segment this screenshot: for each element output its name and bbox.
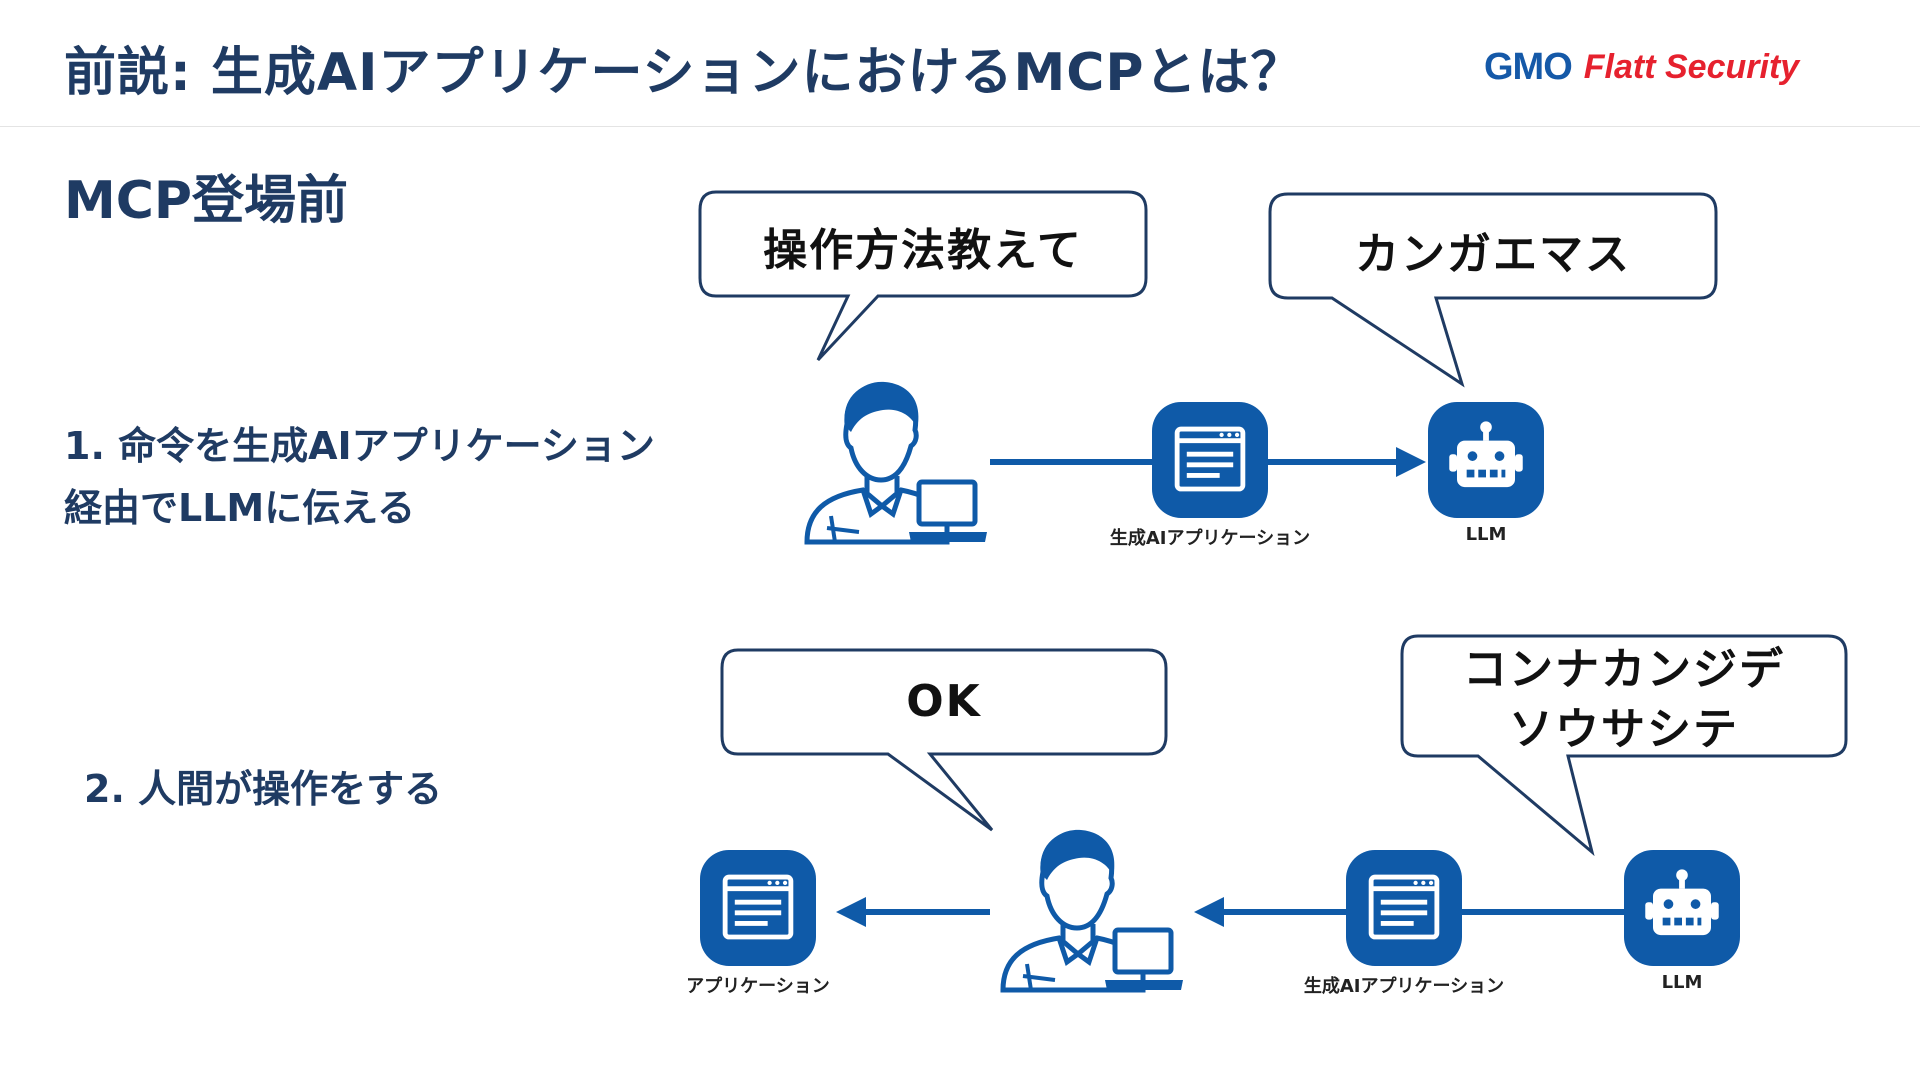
step-1-line-1: 1. 命令を生成AIアプリケーション [64,424,655,468]
bubble-llm-answer [1400,634,1848,857]
bubble-llm-thinking [1268,192,1718,388]
app-window-icon [700,850,816,966]
logo-flatt-security: Flatt Security [1583,47,1800,86]
bubble-user-request [698,190,1148,362]
bubble-llm-answer-text: コンナカンジデ ソウサシテ [1402,640,1846,760]
bubble-llm-answer-line-2: ソウサシテ [1509,704,1739,755]
user-with-laptop-icon [1003,830,1183,990]
robot-icon [1428,402,1544,518]
app-window-icon [1346,850,1462,966]
bubble-llm-answer-line-1: コンナカンジデ [1463,644,1785,695]
company-logo: GMO Flatt Security [1484,42,1799,92]
app-label-2: アプリケーション [686,976,830,997]
header-divider [0,126,1920,127]
step-2-description: 2. 人間が操作をする [84,758,442,813]
genai-app-label-1: 生成AIアプリケーション [1109,528,1311,549]
logo-gmo: GMO [1484,45,1573,88]
step-1-line-2: 経由でLLMに伝える [64,486,416,530]
page-title: 前説: 生成AIアプリケーションにおけるMCPとは？ [64,43,1304,103]
llm-label-1: LLM [1465,524,1507,545]
step-1-description: 1. 命令を生成AIアプリケーション 経由でLLMに伝える [64,415,655,539]
app-window-icon [1152,402,1268,518]
bubble-user-request-text: 操作方法教えて [763,225,1083,276]
user-with-laptop-icon [807,382,987,542]
bubble-user-ok-text: OK [906,676,982,727]
genai-app-label-2: 生成AIアプリケーション [1303,976,1505,997]
step-2-line-1: 2. 人間が操作をする [84,767,443,811]
section-title: MCP登場前 [64,171,349,231]
llm-label-2: LLM [1661,972,1703,993]
bubble-llm-thinking-text: カンガエマス [1355,229,1631,280]
robot-icon [1624,850,1740,966]
bubble-user-ok [720,648,1168,832]
